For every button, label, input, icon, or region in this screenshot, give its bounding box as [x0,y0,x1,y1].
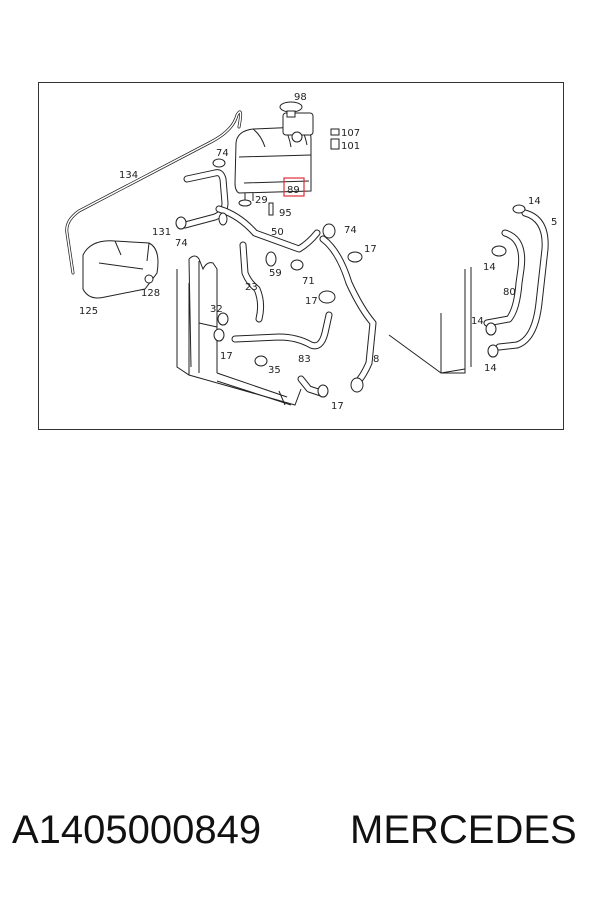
callout-98: 98 [294,92,307,103]
part-number: A1405000849 [12,808,262,852]
hose-23 [239,241,265,323]
clamp-128 [144,274,154,284]
hose-50 [215,205,321,253]
callout-32: 32 [210,304,223,315]
callout-14-top: 14 [528,196,541,207]
callout-74-top: 74 [216,148,229,159]
brand-name: MERCEDES [350,808,577,852]
callout-128: 128 [141,288,160,299]
callout-89: 89 [287,185,300,196]
overflow-line-134 [65,110,243,275]
clamps [175,158,526,398]
callout-95: 95 [279,208,292,219]
hose-5 [495,209,549,351]
callout-125: 125 [79,306,98,317]
callout-74-left: 74 [175,238,188,249]
callout-59: 59 [269,268,282,279]
callout-134: 134 [119,170,138,181]
cap-98 [279,101,303,118]
callout-17-bottom: 17 [331,401,344,412]
cooling-system-drawing: 98 107 101 134 74 89 29 95 131 74 50 74 … [65,92,557,412]
callout-17-mid: 17 [305,296,318,307]
hose-80 [483,229,526,327]
callout-14-bottom: 14 [484,363,497,374]
callout-83: 83 [298,354,311,365]
hose-83 [231,311,333,397]
callout-17-left: 17 [220,351,233,362]
callout-101: 101 [341,141,360,152]
hose-8 [319,235,377,389]
callout-50: 50 [271,227,284,238]
callout-71: 71 [302,276,315,287]
parts-diagram: 98 107 101 134 74 89 29 95 131 74 50 74 … [38,82,564,430]
callout-5: 5 [551,217,557,228]
callout-29: 29 [255,195,268,206]
reservoir-125 [82,240,159,299]
highlight-89-box [283,177,305,197]
callout-74-right: 74 [344,225,357,236]
callout-80: 80 [503,287,516,298]
callout-14-mid: 14 [483,262,496,273]
heater-core [388,267,472,374]
callout-35: 35 [268,365,281,376]
callout-17-top: 17 [364,244,377,255]
callout-14-right: 14 [471,316,484,327]
sensor-107-101 [330,128,340,150]
expansion-tank [234,112,314,201]
hose-upper [181,169,229,229]
radiator [176,255,302,406]
callout-23: 23 [245,282,258,293]
callout-8: 8 [373,354,379,365]
caption: A1405000849 MERCEDES [0,800,600,870]
callout-107: 107 [341,128,360,139]
callout-131: 131 [152,227,171,238]
